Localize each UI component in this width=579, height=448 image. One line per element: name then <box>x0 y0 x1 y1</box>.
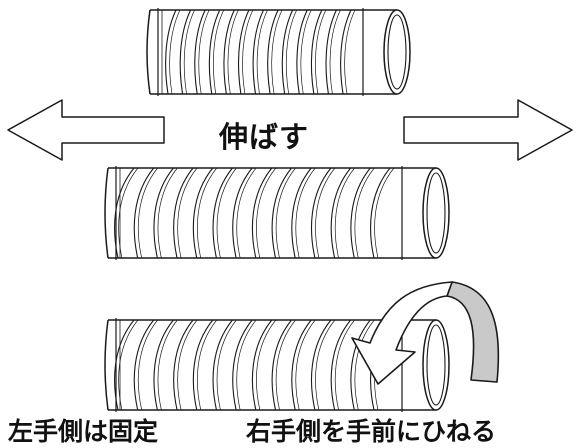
right-hand-twist-label: 右手側を手前にひねる <box>246 417 497 446</box>
left-hand-fixed-label: 左手側は固定 <box>8 417 159 446</box>
hose-compressed <box>146 8 411 96</box>
arrow-left-icon <box>7 99 165 161</box>
stretch-label: 伸ばす <box>219 120 310 154</box>
twist-arrow-icon <box>351 281 500 385</box>
arrow-right-icon <box>403 99 573 161</box>
hose-stretched <box>104 166 450 260</box>
